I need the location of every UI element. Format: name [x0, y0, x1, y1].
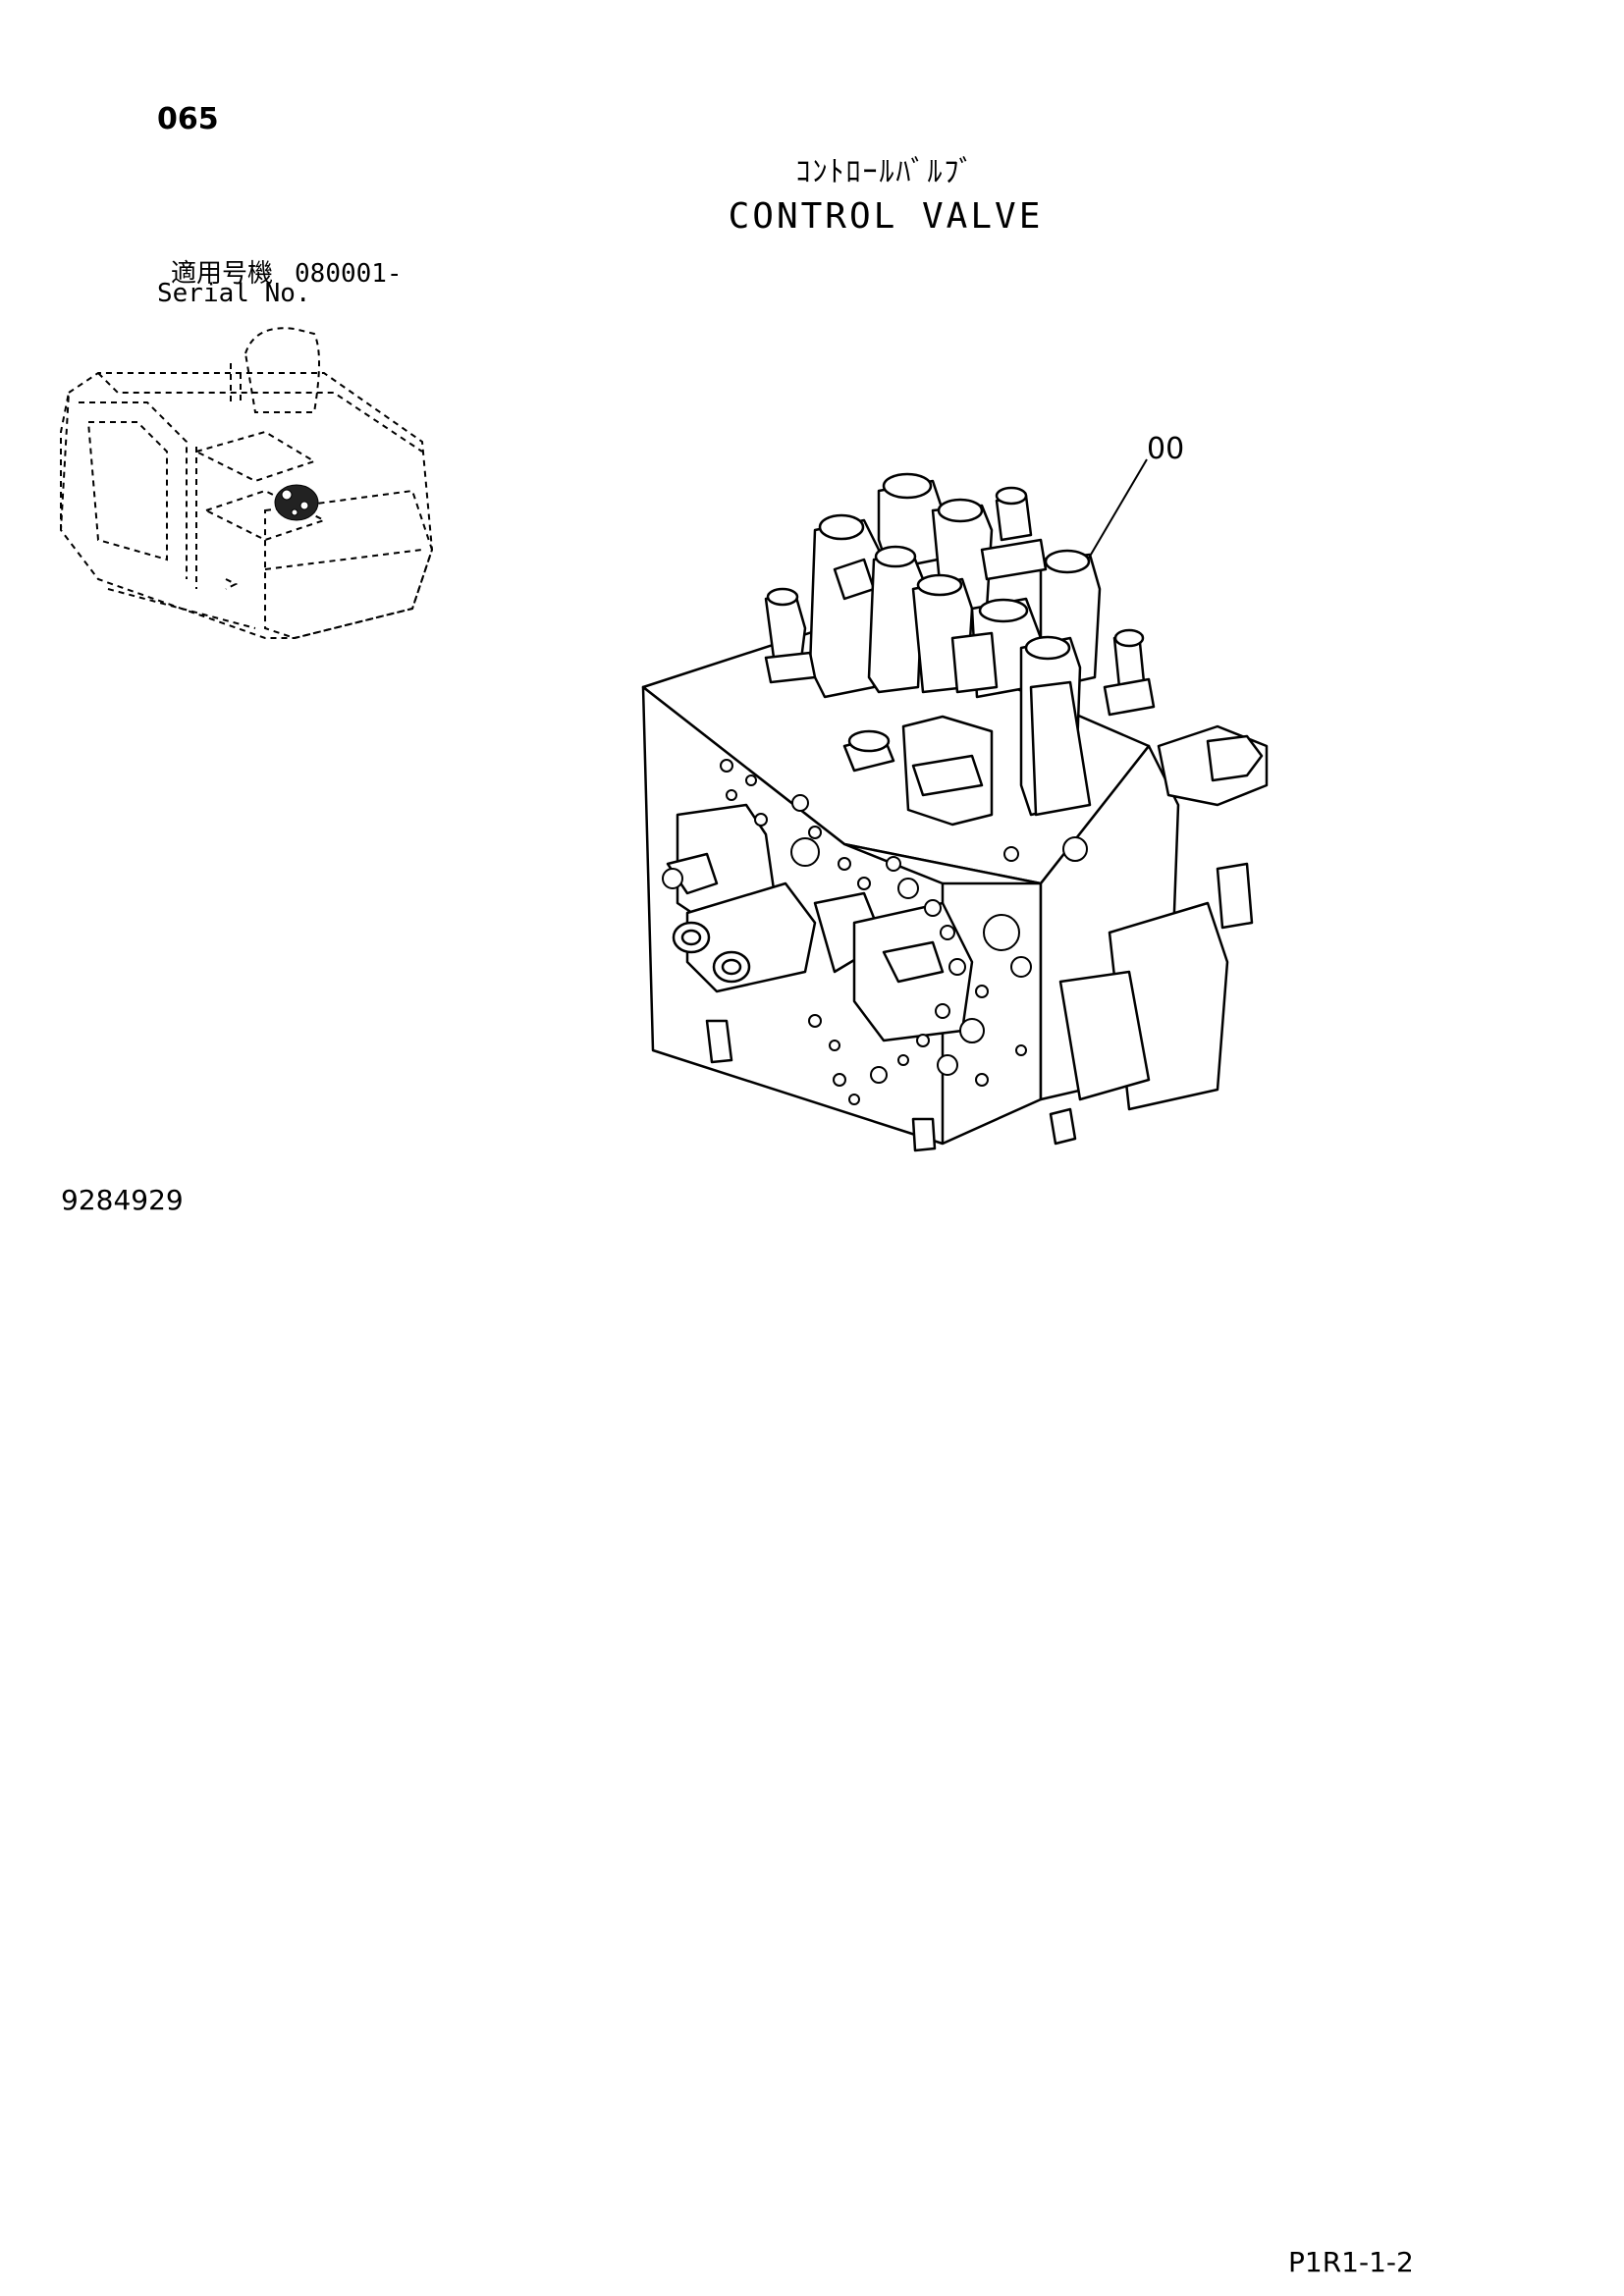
- title-english: CONTROL VALVE: [728, 196, 1044, 237]
- callout-label: 00: [1147, 432, 1185, 466]
- drawing-number: 9284929: [61, 1184, 184, 1216]
- serial-number: 080001-: [295, 259, 403, 289]
- title-japanese: ｺﾝﾄﾛｰﾙﾊﾞﾙﾌﾞ: [795, 155, 976, 189]
- page-code: P1R1-1-2: [1288, 2246, 1414, 2278]
- serial-jp-line: 適用号機 080001-: [171, 253, 403, 290]
- page-number: 065: [157, 102, 219, 136]
- serial-label-jp: 適用号機: [171, 259, 274, 289]
- serial-label-en: Serial No.: [157, 279, 311, 308]
